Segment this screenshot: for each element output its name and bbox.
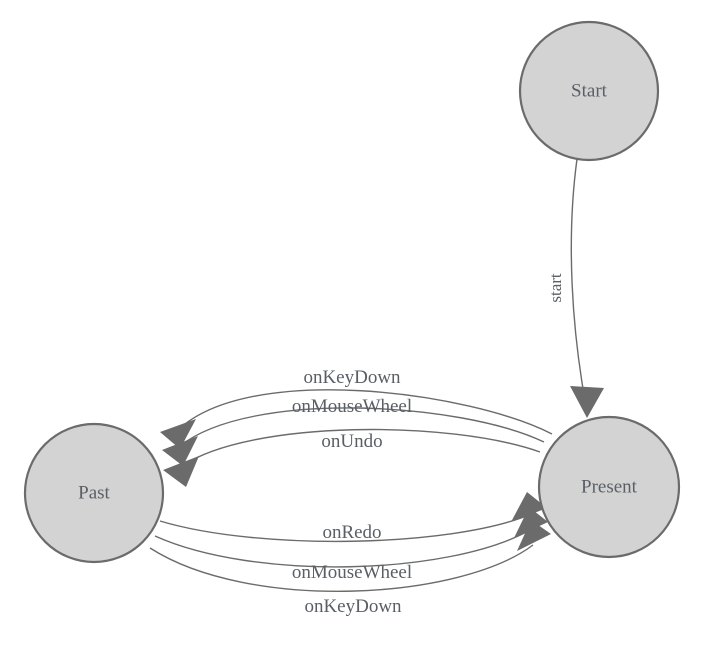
edge-label-start: start — [546, 273, 565, 303]
node-start[interactable]: Start — [518, 20, 660, 162]
node-past-circle — [23, 422, 165, 564]
edge-past-to-present-redo-path — [159, 514, 530, 543]
edge-start-to-present-path — [570, 158, 587, 407]
edge-past-to-present-redo[interactable]: onRedo — [159, 492, 547, 543]
edge-present-to-past-undo-path — [181, 428, 541, 467]
arrowhead-past-keydown — [160, 419, 196, 449]
edge-start-to-present[interactable]: start — [546, 158, 604, 418]
node-past-label: Past — [78, 482, 110, 503]
arrowhead-present-top — [570, 386, 604, 418]
arrowhead-past-undo — [163, 456, 199, 487]
arrowhead-past-mousewheel — [162, 436, 198, 466]
edge-label-present-past-undo: onUndo — [321, 431, 382, 452]
edge-past-to-present-keydown[interactable]: onKeyDown — [149, 520, 551, 617]
edge-present-to-past-mousewheel-path — [179, 407, 545, 447]
edge-label-present-past-keydown: onKeyDown — [303, 367, 401, 388]
node-start-circle — [518, 20, 660, 162]
edge-present-to-past-keydown-path — [177, 389, 553, 435]
node-past[interactable]: Past — [23, 422, 165, 564]
edge-present-to-past-mousewheel[interactable]: onMouseWheel — [162, 396, 545, 466]
arrowhead-present-keydown — [517, 520, 551, 551]
node-present-label: Present — [581, 476, 638, 497]
edge-past-to-present-keydown-path — [149, 544, 534, 592]
edge-present-to-past-keydown[interactable]: onKeyDown — [160, 367, 553, 449]
node-start-label: Start — [571, 80, 608, 101]
edge-present-to-past-undo[interactable]: onUndo — [163, 428, 541, 487]
node-present[interactable]: Present — [537, 415, 681, 559]
edge-label-past-present-keydown: onKeyDown — [304, 596, 402, 617]
node-present-circle — [537, 415, 681, 559]
edge-label-past-present-mousewheel: onMouseWheel — [292, 562, 412, 583]
edge-past-to-present-mousewheel[interactable]: onMouseWheel — [154, 507, 548, 583]
edge-past-to-present-mousewheel-path — [154, 529, 531, 568]
edge-label-past-present-redo: onRedo — [322, 522, 381, 543]
edge-label-present-past-mousewheel: onMouseWheel — [292, 396, 412, 417]
